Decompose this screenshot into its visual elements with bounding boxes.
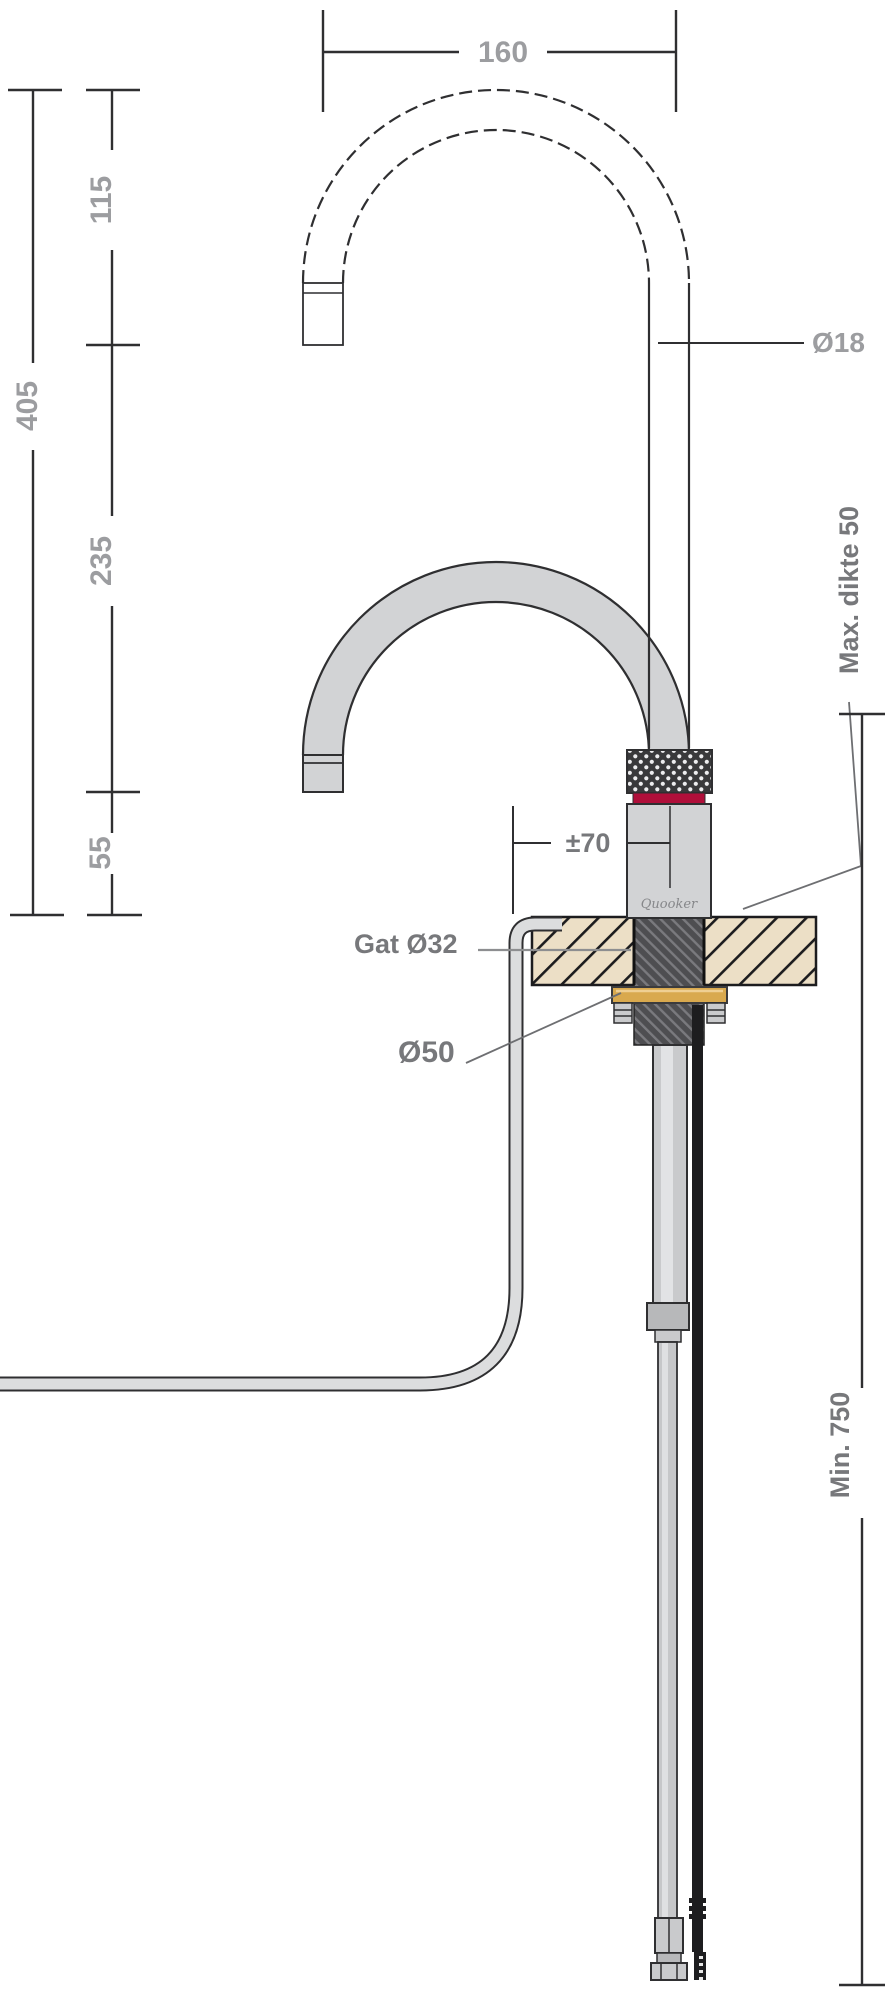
dim-spout-reach-label: 160 [478,36,528,69]
dim-upper-height-label: 115 [85,176,118,224]
left-dimension-lines [8,88,142,917]
flexible-hose [0,916,562,1392]
end-connector-band [656,1952,682,1964]
mounting-stud-right [706,1002,726,1024]
end-connector-nut [650,1962,688,1981]
electric-cable [689,1005,706,1980]
worktop-section [530,915,818,1046]
tap-body: Quooker [626,749,713,919]
dim-max-thickness-label: Max. dikte 50 [834,506,864,674]
swivel-dimension [512,806,670,914]
dim-hole-label: Gat Ø32 [354,929,458,959]
undercounter-assembly [646,1005,706,1981]
dim-spout-diameter-label: Ø18 [812,327,865,358]
dim-flange-label: Ø50 [398,1036,455,1069]
dim-base-height-label: 55 [84,836,117,869]
knurled-ring [626,749,713,794]
brass-washer [611,986,728,1004]
min-clearance-dimension [839,712,885,1987]
mounting-stud-left [613,1002,633,1024]
coupler-step [654,1329,682,1343]
dim-swivel-label: ±70 [566,828,611,858]
flange-leader [465,992,622,1064]
red-band [632,792,706,805]
dim-total-height-label: 405 [11,381,44,431]
coupler-nut [646,1302,690,1331]
spout-raised-position [301,88,691,748]
brand-logo: Quooker [641,897,698,912]
dim-mid-height-label: 235 [85,536,118,586]
dim-min-clearance-label: Min. 750 [825,1392,855,1499]
reach-dimension [321,10,678,112]
body-column [626,803,712,919]
max-thickness-leader [742,701,862,910]
